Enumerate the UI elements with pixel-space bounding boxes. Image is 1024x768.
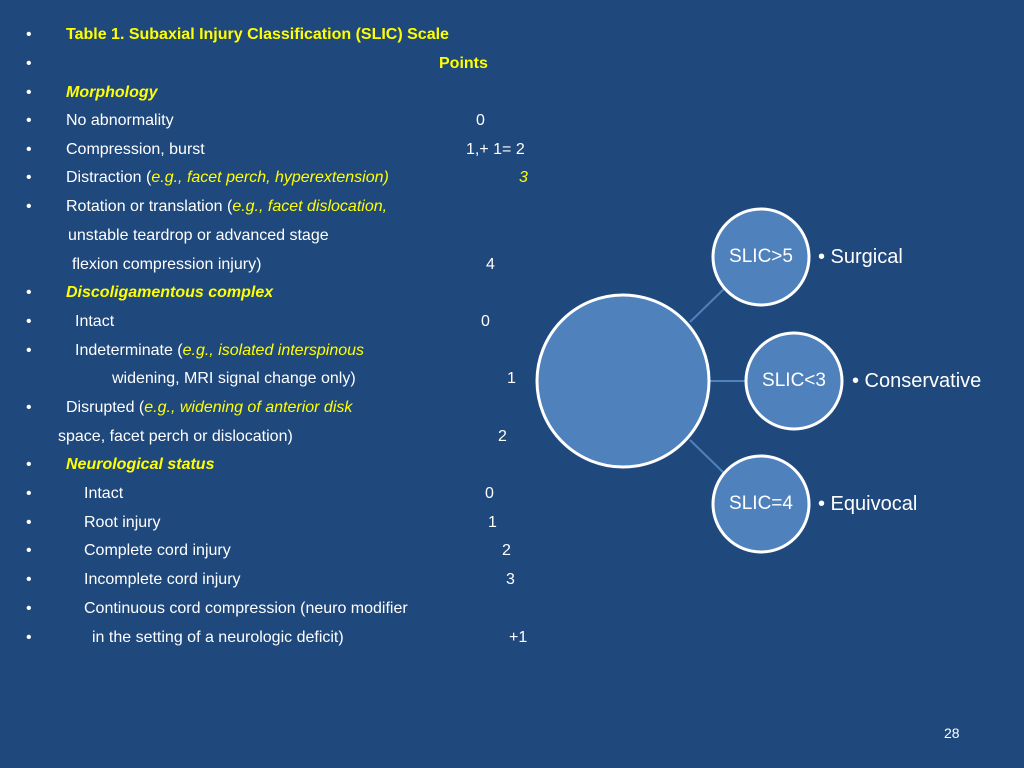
row-incomplete-cord: Incomplete cord injury xyxy=(84,571,241,588)
section-discoligamentous: Discoligamentous complex xyxy=(66,284,274,301)
pts-rotation: 4 xyxy=(486,256,495,273)
row-intact-disco: Intact xyxy=(75,313,115,330)
row-rotation: Rotation or translation (e.g., facet dis… xyxy=(66,197,387,217)
bullet: • xyxy=(26,84,32,101)
bullet: • xyxy=(26,571,32,588)
row-rotation-line2: unstable teardrop or advanced stage xyxy=(68,227,329,244)
bullet: • xyxy=(26,514,32,531)
pts-root-injury: 1 xyxy=(488,514,497,531)
table-title: Table 1. Subaxial Injury Classification … xyxy=(66,26,449,43)
row-disrupted-text: Disrupted ( xyxy=(66,399,145,416)
bullet: • xyxy=(26,485,32,502)
row-rotation-example: e.g., facet dislocation, xyxy=(232,198,388,215)
pts-indeterminate: 1 xyxy=(507,370,516,387)
row-rotation-text: Rotation or translation ( xyxy=(66,198,233,215)
row-indeterminate-line2: widening, MRI signal change only) xyxy=(112,370,356,387)
row-continuous-compression: Continuous cord compression (neuro modif… xyxy=(84,600,408,617)
row-complete-cord: Complete cord injury xyxy=(84,542,231,559)
bullet: • xyxy=(26,629,32,646)
row-distraction-text: Distraction ( xyxy=(66,169,152,186)
bullet: • xyxy=(26,112,32,129)
node-slic-lt3 xyxy=(744,331,844,431)
row-disrupted: Disrupted (e.g., widening of anterior di… xyxy=(66,398,352,418)
pts-distraction: 3 xyxy=(519,169,528,186)
main-circle xyxy=(535,293,711,469)
pts-disrupted: 2 xyxy=(498,428,507,445)
row-indeterminate-example: e.g., isolated interspinous xyxy=(182,342,365,359)
node-label-slic-gt5: SLIC>5 xyxy=(729,246,793,267)
connector-1 xyxy=(689,284,729,323)
label-surgical: • Surgical xyxy=(818,246,903,268)
bullet: • xyxy=(26,26,32,43)
bullet: • xyxy=(26,141,32,158)
label-equivocal: • Equivocal xyxy=(818,493,918,515)
connector-3 xyxy=(689,439,729,478)
row-intact-neuro: Intact xyxy=(84,485,124,502)
row-indeterminate-text: Indeterminate ( xyxy=(75,342,183,359)
row-continuous-line2: in the setting of a neurologic deficit) xyxy=(92,629,344,646)
row-root-injury: Root injury xyxy=(84,514,161,531)
row-no-abnormality: No abnormality xyxy=(66,112,174,129)
pts-compression: 1,+ 1= 2 xyxy=(466,141,525,158)
bullet: • xyxy=(26,600,32,617)
node-label-slic-eq4: SLIC=4 xyxy=(729,493,793,514)
bullet: • xyxy=(26,55,32,72)
bullet: • xyxy=(26,169,32,186)
bullet: • xyxy=(26,456,32,473)
points-header: Points xyxy=(439,55,488,72)
page-number: 28 xyxy=(944,725,960,741)
pts-no-abnormality: 0 xyxy=(476,112,485,129)
pts-complete-cord: 2 xyxy=(502,542,511,559)
row-disrupted-line2: space, facet perch or dislocation) xyxy=(58,428,293,445)
pts-incomplete-cord: 3 xyxy=(506,571,515,588)
row-distraction: Distraction (e.g., facet perch, hyperext… xyxy=(66,168,389,188)
row-disrupted-example: e.g., widening of anterior disk xyxy=(144,399,353,416)
label-conservative: • Conservative xyxy=(852,370,982,392)
pts-continuous: +1 xyxy=(509,629,528,646)
section-morphology: Morphology xyxy=(66,84,158,101)
section-neurological: Neurological status xyxy=(66,456,215,473)
bullet: • xyxy=(26,198,32,215)
bullet: • xyxy=(26,399,32,416)
node-slic-eq4 xyxy=(711,454,811,554)
row-distraction-example: e.g., facet perch, hyperextension) xyxy=(151,169,389,186)
bullet: • xyxy=(26,542,32,559)
row-rotation-line3: flexion compression injury) xyxy=(72,256,262,273)
pts-intact-disco: 0 xyxy=(481,313,490,330)
bullet: • xyxy=(26,313,32,330)
row-indeterminate: Indeterminate (e.g., isolated interspino… xyxy=(75,341,364,361)
node-label-slic-lt3: SLIC<3 xyxy=(762,370,826,391)
bullet: • xyxy=(26,342,32,359)
node-slic-gt5 xyxy=(711,207,811,307)
bullet: • xyxy=(26,284,32,301)
pts-intact-neuro: 0 xyxy=(485,485,494,502)
row-compression: Compression, burst xyxy=(66,141,205,158)
